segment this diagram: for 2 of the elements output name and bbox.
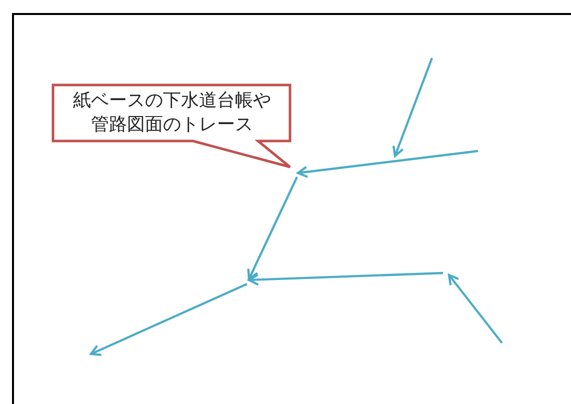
speech-callout — [50, 82, 294, 170]
callout-text: 紙ベースの下水道台帳や管路図面のトレース — [72, 89, 272, 137]
